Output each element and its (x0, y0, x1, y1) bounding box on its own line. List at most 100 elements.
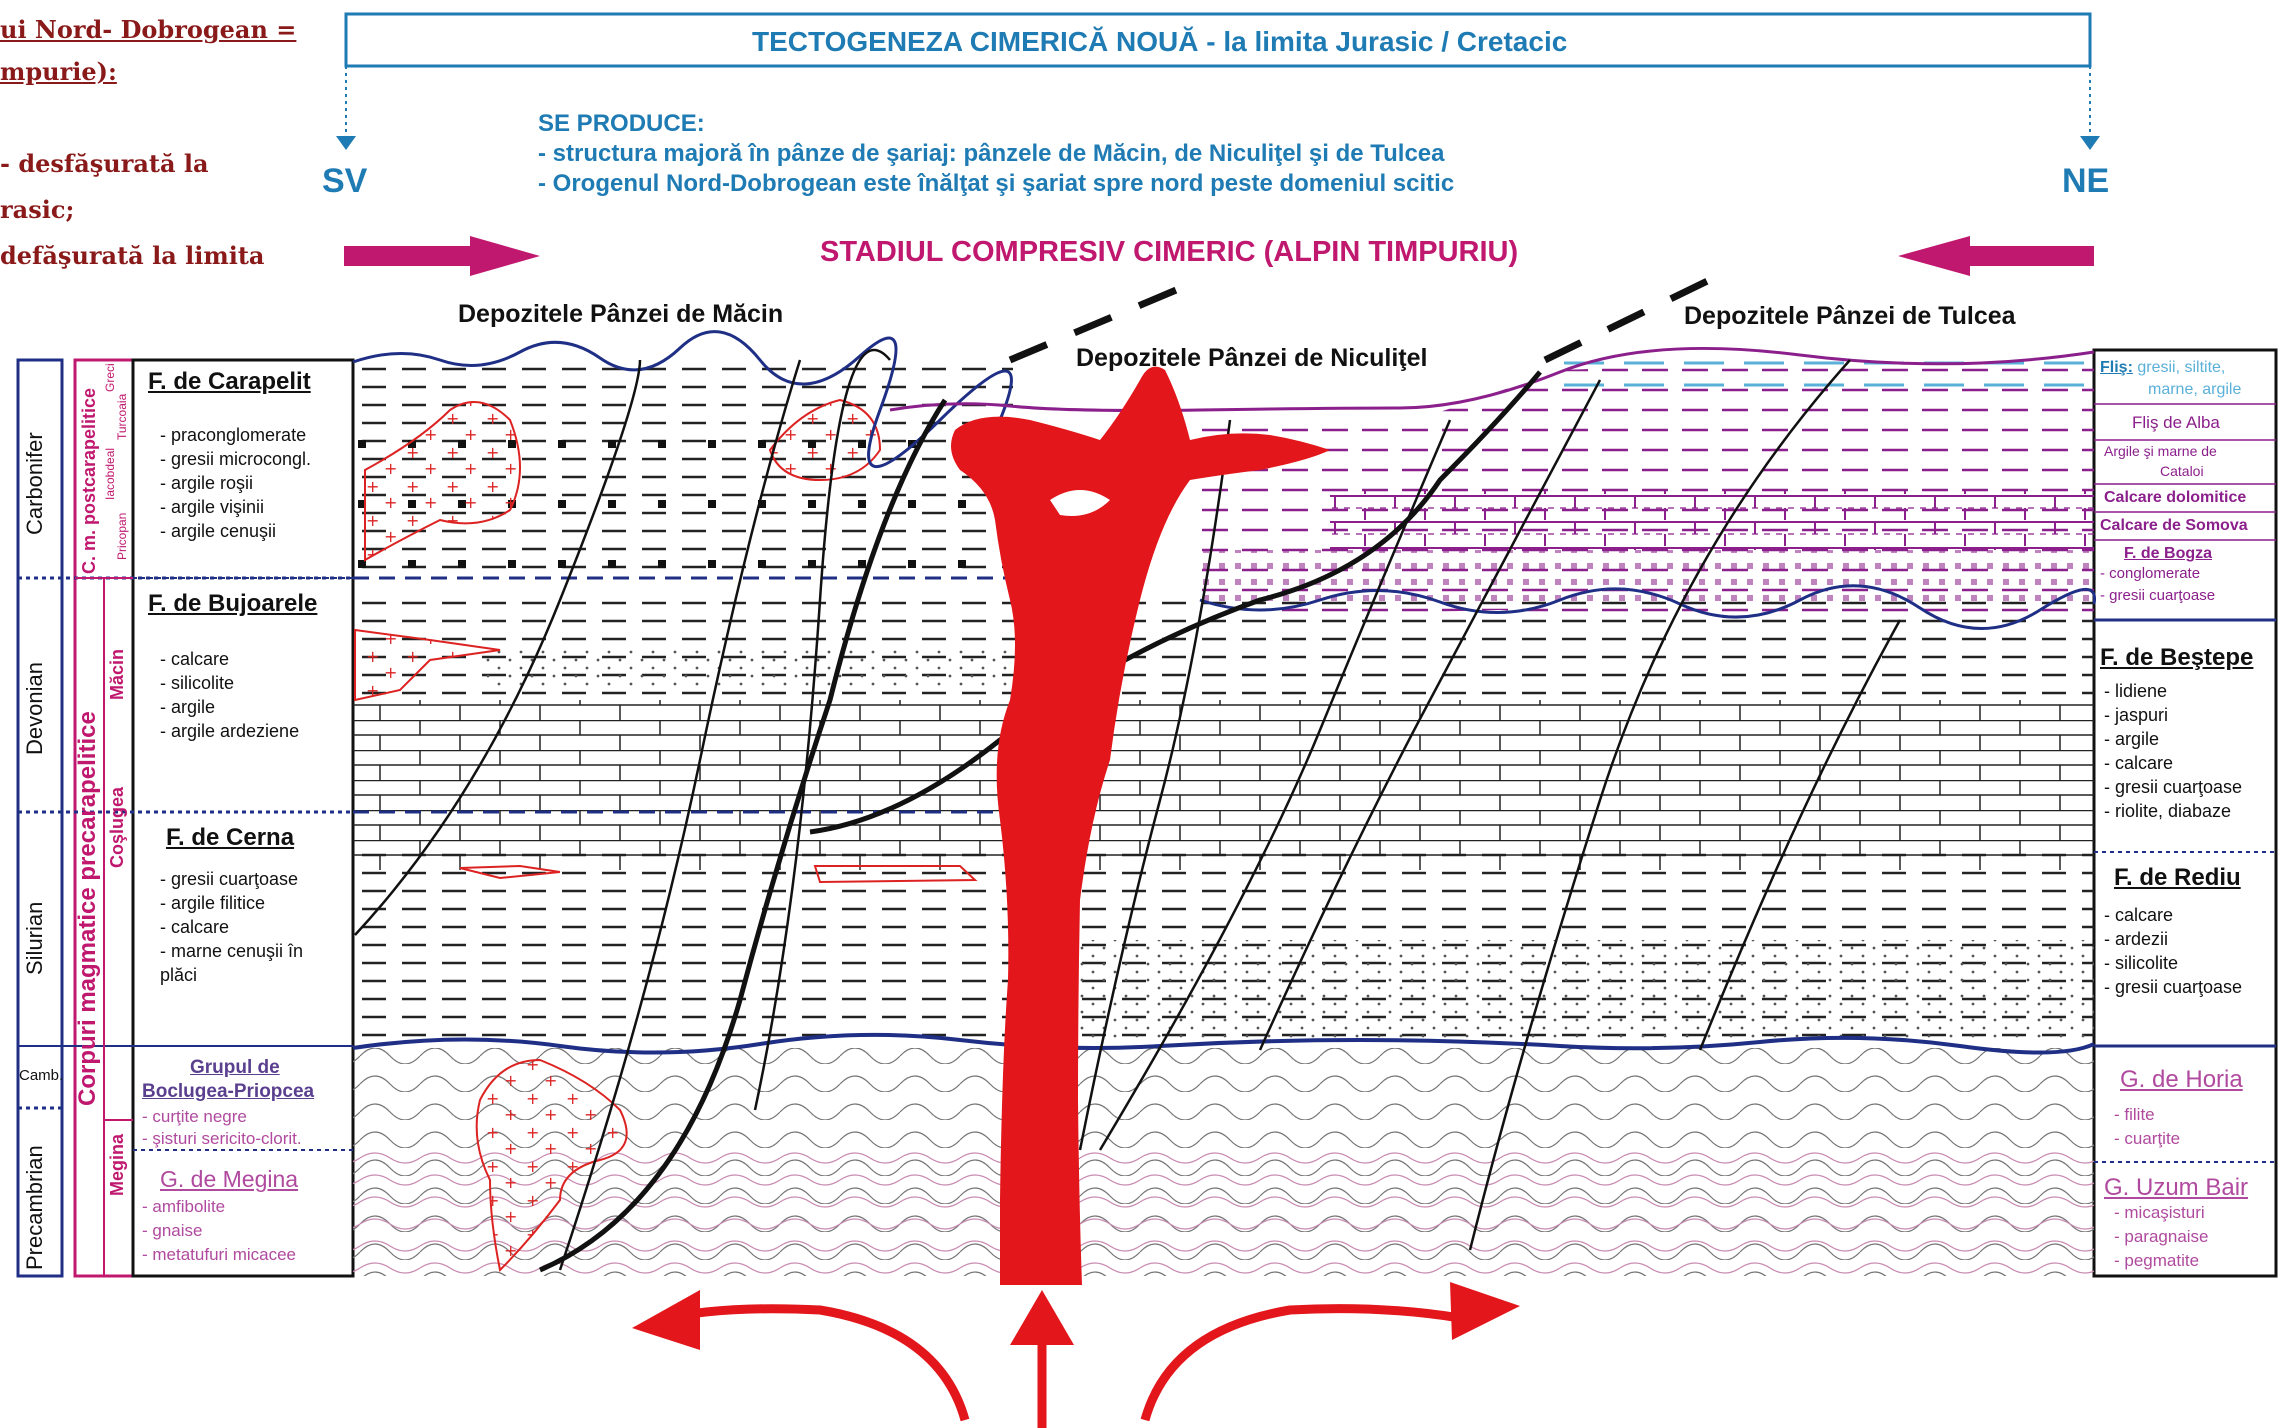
legend-cerna-item: plăci (160, 965, 198, 985)
banner-right-arrowhead (2080, 136, 2100, 150)
granite-cerna-2 (813, 865, 978, 884)
granite-megina (475, 1058, 628, 1273)
legend-boclugea-item: - şisturi sericito-clorit. (142, 1129, 302, 1148)
legend-carapelit-item: - argile cenuşii (160, 521, 277, 541)
legend-cerna-item: - argile filitice (160, 893, 266, 913)
thrust-dashed-right (1543, 266, 1732, 364)
caption-line-2: mpurie): (0, 57, 117, 86)
rlegend-argile-1: Argile şi marne de (2104, 443, 2217, 459)
upwelling-arrowhead-left (632, 1290, 700, 1350)
banner-title: TECTOGENEZA CIMERICĂ NOUĂ - la limita Ju… (752, 26, 1568, 57)
caption-line-4: rasic; (0, 195, 75, 224)
fault-1 (354, 359, 642, 936)
legend-megina-title: G. de Megina (160, 1166, 299, 1192)
caption-line-5: defăşurată la limita (0, 241, 265, 270)
rlegend-rediu-item: - ardezii (2104, 929, 2169, 949)
legend-boclugea-title-1: Grupul de (190, 1057, 280, 1078)
legend-megina-item: - gnaise (142, 1221, 203, 1240)
legend-bujoarele-item: - silicolite (160, 673, 235, 693)
period-silurian: Silurian (22, 901, 47, 975)
produce-heading: SE PRODUCE: (538, 110, 705, 137)
rlegend-bestepe-item: - lidiene (2104, 681, 2168, 701)
compass-ne: NE (2062, 162, 2110, 200)
rlegend-bestepe-item: - calcare (2104, 753, 2174, 773)
rlegend-bogza-item: - gresii cuarţoase (2100, 587, 2216, 604)
devonian-dots (480, 650, 1030, 690)
magmatic-macin: Măcin (107, 648, 127, 700)
rlegend-flis: Fliş: gresii, siltite, (2100, 360, 2225, 376)
granite-bujoarele (354, 628, 501, 702)
granite-cerna (459, 864, 561, 880)
rlegend-bestepe-item: - argile (2104, 729, 2160, 749)
legend-cerna-title: F. de Cerna (166, 824, 295, 851)
magmatic-precarapelitice: Corpuri magmatice precarapelitice (74, 711, 101, 1106)
legend-cerna-item: - gresii cuarţoase (160, 869, 299, 889)
caption-line-1: ui Nord- Dobrogean = (0, 15, 297, 44)
rlegend-flis-rest: gresii, siltite, (2137, 359, 2226, 376)
cross-section (352, 330, 2097, 1428)
nappe-macin-label: Depozitele Pânzei de Măcin (458, 300, 784, 328)
legend-carapelit-item: - praconglomerate (160, 425, 307, 445)
upwelling-arrow-left (658, 1304, 970, 1422)
magmatic-greci: Greci (103, 363, 117, 392)
thrust-dashed-left (1008, 276, 1202, 364)
legend-megina-item: - metatufuri micacee (142, 1245, 296, 1264)
magmatic-postcarapelitice: C. m. postcarapelitice (79, 387, 99, 574)
magmatic-turcoaia: Turcoaia (115, 393, 129, 440)
rlegend-bestepe-item: - jaspuri (2104, 705, 2169, 725)
produce-line-2: - Orogenul Nord-Dobrogean este înălţat ş… (538, 170, 1455, 197)
fault-2 (558, 359, 802, 1271)
rlegend-rediu-item: - silicolite (2104, 953, 2179, 973)
upwelling-arrow-right (1140, 1304, 1461, 1422)
rlegend-flis-alba: Fliş de Alba (2132, 413, 2220, 432)
legend-carapelit-item: - argile vişinii (160, 497, 265, 517)
rlegend-horia-title: G. de Horia (2120, 1066, 2243, 1093)
legend-carapelit-title: F. de Carapelit (148, 368, 311, 395)
rlegend-rediu-title: F. de Rediu (2114, 864, 2241, 891)
magmatic-coslugea: Coşlugea (107, 786, 127, 868)
stage-title: STADIUL COMPRESIV CIMERIC (ALPIN TIMPURI… (820, 236, 1519, 268)
period-precambrian: Precambrian (22, 1145, 47, 1270)
nappe-niculitel-label: Depozitele Pânzei de Niculiţel (1076, 344, 1428, 372)
fault-4 (1078, 419, 1232, 1151)
period-devonian: Devonian (22, 662, 47, 755)
legend-boclugea-title-2: Boclugea-Priopcea (142, 1081, 315, 1102)
rlegend-bestepe-item: - gresii cuarţoase (2104, 777, 2243, 797)
rlegend-uzum-item: - pegmatite (2114, 1251, 2200, 1270)
tulcea-bogza (1200, 550, 2094, 605)
period-column (16, 358, 64, 1278)
legend-cerna-item: - marne cenuşii în (160, 941, 304, 961)
period-camb: Camb. (19, 1067, 64, 1084)
tulcea-calcare (1330, 490, 2094, 550)
left-compression-arrow (344, 236, 540, 276)
magmatic-pricopan: Pricopan (115, 512, 129, 560)
rlegend-bestepe-title: F. de Beştepe (2100, 644, 2254, 671)
rlegend-uzum-item: - paragnaise (2114, 1227, 2209, 1246)
legend-bujoarele-item: - argile ardeziene (160, 721, 300, 741)
legend-cerna-item: - calcare (160, 917, 230, 937)
legend-bujoarele-item: - argile (160, 697, 216, 717)
upwelling-arrowhead-right (1450, 1282, 1520, 1340)
legend-bujoarele-title: F. de Bujoarele (148, 590, 318, 617)
produce-line-1: - structura majoră în pânze de şariaj: p… (538, 140, 1445, 167)
unconformity-precambrian (352, 1032, 2095, 1055)
rlegend-horia-item: - cuarţite (2114, 1129, 2181, 1148)
unconformity-tulcea-base (1199, 584, 2097, 630)
limestone-bricks (353, 700, 2094, 870)
rlegend-bogza-item: - conglomerate (2100, 565, 2201, 582)
rlegend-calcare-dolomitice: Calcare dolomitice (2104, 489, 2247, 506)
rlegend-rediu-item: - calcare (2104, 905, 2174, 925)
fault-7 (1468, 359, 1851, 1251)
rlegend-flis-name: Fliş: (2100, 359, 2133, 376)
unconformity-top-macin (352, 330, 1013, 468)
legend-boclugea-item: - curţite negre (142, 1107, 247, 1126)
legend-column-left (131, 358, 355, 1278)
rlegend-bogza-title: F. de Bogza (2124, 545, 2213, 562)
right-compression-arrow (1898, 236, 2094, 276)
legend-megina-item: - amfibolite (142, 1197, 226, 1216)
legend-carapelit-item: - gresii microcongl. (160, 449, 312, 469)
legend-bujoarele-item: - calcare (160, 649, 230, 669)
rlegend-calcare-somova: Calcare de Somova (2100, 517, 2248, 534)
granite-carapelit-2 (768, 398, 882, 482)
